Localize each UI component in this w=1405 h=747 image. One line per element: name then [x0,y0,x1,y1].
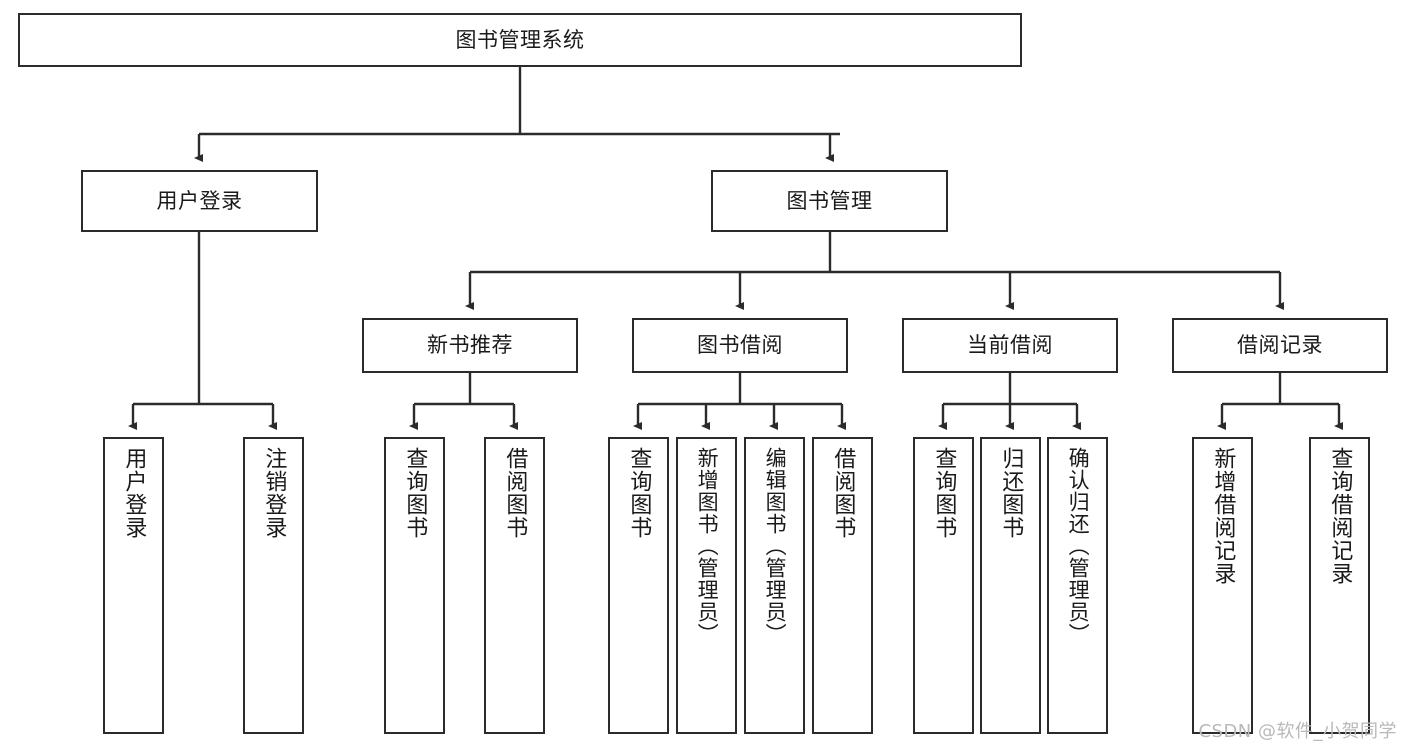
leaf-label: 查询借阅记录 [1327,447,1353,585]
leaf-new-book-query[interactable]: 查询图书 [384,437,445,734]
node-current-borrow[interactable]: 当前借阅 [902,318,1118,373]
node-label: 图书管理系统 [455,27,585,52]
leaf-book-borrow-edit[interactable]: 编辑图书（管理员） [744,437,805,734]
node-label: 借阅记录 [1237,333,1323,358]
leaf-borrow-record-add[interactable]: 新增借阅记录 [1192,437,1253,734]
leaf-label: 注销登录 [261,447,287,539]
node-label: 图书管理 [786,188,873,213]
node-borrow-record[interactable]: 借阅记录 [1172,318,1388,373]
leaf-label: 编辑图书（管理员） [763,447,788,645]
node-label: 图书借阅 [697,333,783,358]
leaf-book-borrow-borrow[interactable]: 借阅图书 [812,437,873,734]
node-label: 用户登录 [156,188,243,213]
watermark-text: CSDN @软件_小贺同学 [1198,721,1397,742]
leaf-label: 新增借阅记录 [1210,447,1236,585]
leaf-label: 借阅图书 [830,447,856,539]
leaf-label: 查询图书 [626,447,652,539]
leaf-book-borrow-add[interactable]: 新增图书（管理员） [676,437,737,734]
leaf-current-borrow-confirm-return[interactable]: 确认归还（管理员） [1047,437,1108,734]
leaf-book-borrow-query[interactable]: 查询图书 [608,437,669,734]
leaf-label: 用户登录 [121,447,147,539]
leaf-current-borrow-query[interactable]: 查询图书 [913,437,974,734]
leaf-label: 借阅图书 [502,447,528,539]
node-label: 新书推荐 [427,333,513,358]
leaf-label: 查询图书 [931,447,957,539]
leaf-label: 新增图书（管理员） [695,447,720,645]
leaf-user-login-signout[interactable]: 注销登录 [243,437,304,734]
node-new-book-recommend[interactable]: 新书推荐 [362,318,578,373]
leaf-current-borrow-return[interactable]: 归还图书 [980,437,1041,734]
leaf-label: 归还图书 [998,447,1024,539]
node-label: 当前借阅 [967,333,1053,358]
node-root-system[interactable]: 图书管理系统 [18,13,1022,67]
node-book-borrow[interactable]: 图书借阅 [632,318,848,373]
node-book-management[interactable]: 图书管理 [711,170,948,232]
leaf-label: 查询图书 [402,447,428,539]
leaf-user-login-signin[interactable]: 用户登录 [103,437,164,734]
leaf-new-book-borrow[interactable]: 借阅图书 [484,437,545,734]
leaf-label: 确认归还（管理员） [1066,447,1091,645]
node-user-login[interactable]: 用户登录 [81,170,318,232]
leaf-borrow-record-query[interactable]: 查询借阅记录 [1309,437,1370,734]
